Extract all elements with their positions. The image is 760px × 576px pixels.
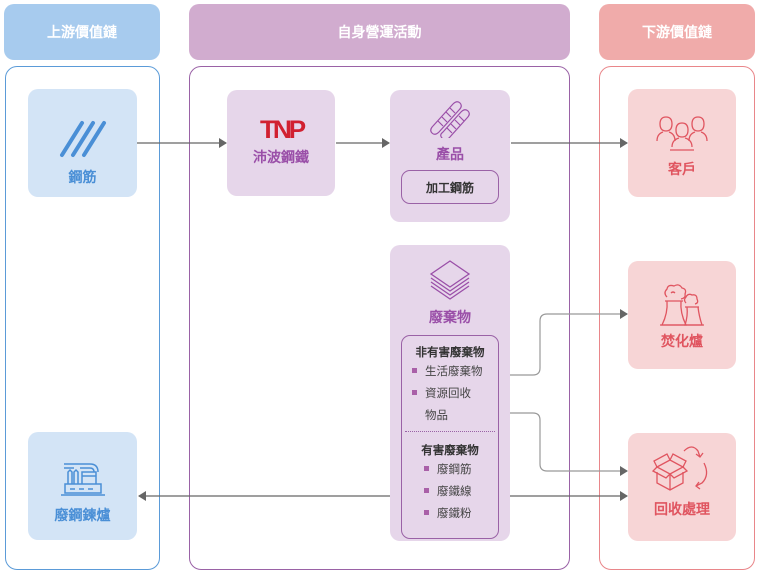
node-waste[interactable]: 廢棄物 非有害廢棄物 生活廢棄物 資源回收 物品 有害廢棄物 廢鋼筋 廢鐵線 廢… [390,245,510,541]
node-products[interactable]: 產品 加工鋼筋 [390,90,510,222]
own-operations-title: 自身營運活動 [337,25,422,41]
hazardous-item: 廢鐵線 [424,483,498,499]
recycling-label: 回收處理 [654,502,710,518]
hazardous-title: 有害廢棄物 [421,443,479,457]
node-scrap-furnace[interactable]: 廢鋼鍊爐 [28,432,137,540]
cooling-tower-icon [660,284,704,326]
item-text: 廢鐵粉 [437,506,472,520]
bullet-icon [424,510,429,515]
non-hazardous-title: 非有害廢棄物 [415,345,485,359]
people-icon [656,116,708,151]
product-item-box: 加工鋼筋 [401,170,499,204]
non-hazardous-item: 資源回收 [412,385,498,401]
waste-detail-box: 非有害廢棄物 生活廢棄物 資源回收 物品 有害廢棄物 廢鋼筋 廢鐵線 廢鐵粉 [401,335,499,539]
bullet-icon [424,488,429,493]
recycle-box-icon [652,446,708,491]
tnp-logo: TNP [259,116,305,144]
factory-icon [60,463,105,496]
bullet-icon [412,368,417,373]
upstream-title: 上游價值鏈 [47,25,117,41]
upstream-column [5,66,160,570]
downstream-header: 下游價值鏈 [599,4,755,60]
waste-label: 廢棄物 [429,310,471,326]
non-hazardous-item: 生活廢棄物 [412,363,498,379]
upstream-header: 上游價值鏈 [4,4,160,60]
item-text: 廢鐵線 [437,484,472,498]
downstream-title: 下游價值鏈 [642,25,712,41]
node-customers[interactable]: 客戶 [628,89,736,197]
item-text: 資源回收 [425,386,471,400]
node-recycling[interactable]: 回收處理 [628,433,736,541]
customers-label: 客戶 [668,162,696,178]
products-label: 產品 [436,147,464,163]
node-rebar[interactable]: 鋼筋 [28,89,137,197]
bullet-icon [412,390,417,395]
non-hazardous-item-cont: 物品 [425,407,498,423]
item-text: 廢鋼筋 [437,462,472,476]
bullet-icon [424,466,429,471]
rebar-lines-icon [59,121,106,157]
steel-bars-icon [430,101,470,138]
node-company[interactable]: TNP 沛波鋼鐵 [227,90,335,196]
incinerator-label: 焚化爐 [661,334,703,350]
hazardous-item: 廢鐵粉 [424,505,498,521]
company-label: 沛波鋼鐵 [253,150,309,166]
own-operations-header: 自身營運活動 [189,4,570,60]
item-text: 生活廢棄物 [425,364,483,378]
scrap-furnace-label: 廢鋼鍊爐 [54,508,111,524]
layers-icon [429,260,471,300]
item-text: 物品 [425,408,448,422]
node-incinerator[interactable]: 焚化爐 [628,261,736,369]
product-item-processed-rebar: 加工鋼筋 [425,180,474,195]
section-divider [405,431,495,432]
rebar-label: 鋼筋 [68,170,97,186]
hazardous-item: 廢鋼筋 [424,461,498,477]
